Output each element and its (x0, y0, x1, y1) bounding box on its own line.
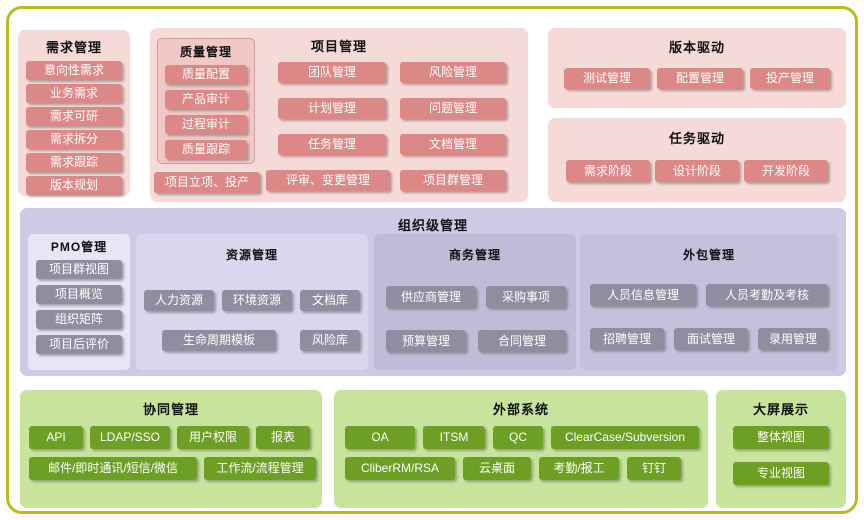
display-title: 大屏展示 (752, 402, 809, 417)
block-report: 报表 (256, 426, 310, 449)
panel-requirements: 需求管理 意向性需求 业务需求 需求可研 需求拆分 需求跟踪 版本规划 (18, 30, 130, 196)
block-issue-mgmt: 问题管理 (400, 98, 506, 119)
pmo-title: PMO管理 (50, 240, 108, 254)
block-program-mgmt: 项目群管理 (400, 170, 506, 191)
block-contract-mgmt: 合同管理 (478, 330, 566, 352)
block-version-planning: 版本规划 (26, 176, 122, 195)
block-process-audit: 过程审计 (165, 115, 247, 134)
block-release-mgmt: 投产管理 (750, 68, 830, 89)
block-org-matrix: 组织矩阵 (36, 310, 122, 329)
block-project-overview: 项目概览 (36, 285, 122, 304)
panel-external-systems: 外部系统 OA ITSM QC ClearCase/Subversion Cli… (334, 390, 708, 508)
block-quality-config: 质量配置 (165, 65, 247, 84)
panel-outsourcing: 外包管理 人员信息管理 人员考勤及考核 招聘管理 面试管理 录用管理 (580, 234, 838, 370)
version-driven-title: 版本驱动 (668, 40, 725, 55)
block-clearcase-subversion: ClearCase/Subversion (551, 426, 699, 449)
panel-quality: 质量管理 质量配置 产品审计 过程审计 质量跟踪 (157, 38, 255, 164)
block-requirement-tracking: 需求跟踪 (26, 153, 122, 172)
quality-title: 质量管理 (179, 45, 232, 59)
outsourcing-title: 外包管理 (682, 248, 735, 262)
block-overall-view: 整体视图 (733, 426, 829, 449)
panel-collaboration: 协同管理 API LDAP/SSO 用户权限 报表 邮件/即时通讯/短信/微信 … (20, 390, 322, 508)
block-interview-mgmt: 面试管理 (674, 328, 748, 350)
block-project-initiation-launch: 项目立项、投产 (154, 172, 260, 193)
block-design-phase: 设计阶段 (655, 160, 739, 182)
panel-business: 商务管理 供应商管理 采购事项 预算管理 合同管理 (374, 234, 576, 370)
block-itsm: ITSM (423, 426, 485, 449)
block-task-mgmt: 任务管理 (278, 134, 386, 155)
organization-title: 组织级管理 (397, 218, 468, 233)
block-oa: OA (345, 426, 415, 449)
panel-big-screen: 大屏展示 整体视图 专业视图 (716, 390, 846, 508)
block-ldap-sso: LDAP/SSO (90, 426, 170, 449)
block-hiring-mgmt: 录用管理 (758, 328, 828, 350)
block-workflow-mgmt: 工作流/流程管理 (204, 457, 316, 480)
block-procurement: 采购事项 (486, 286, 566, 308)
block-attendance-report: 考勤/报工 (539, 457, 619, 480)
block-user-permission: 用户权限 (177, 426, 249, 449)
block-test-mgmt: 测试管理 (564, 68, 650, 89)
block-requirement-split: 需求拆分 (26, 130, 122, 149)
panel-resource: 资源管理 人力资源 环境资源 文档库 生命周期模板 风险库 (136, 234, 368, 370)
panel-organization: 组织级管理 PMO管理 项目群视图 项目概览 组织矩阵 项目后评价 资源管理 人… (20, 208, 846, 376)
block-requirement-feasibility: 需求可研 (26, 107, 122, 126)
block-document-mgmt: 文档管理 (400, 134, 506, 155)
block-plan-mgmt: 计划管理 (278, 98, 386, 119)
block-attendance-assessment: 人员考勤及考核 (706, 284, 828, 306)
block-config-mgmt: 配置管理 (657, 68, 743, 89)
task-driven-title: 任务驱动 (668, 131, 725, 146)
block-risk-library: 风险库 (300, 330, 360, 351)
block-staff-info-mgmt: 人员信息管理 (590, 284, 696, 306)
block-env-resource: 环境资源 (222, 290, 292, 311)
block-intent-requirement: 意向性需求 (26, 61, 122, 80)
block-quality-tracking: 质量跟踪 (165, 140, 247, 159)
block-dev-phase: 开发阶段 (744, 160, 828, 182)
panel-pmo: PMO管理 项目群视图 项目概览 组织矩阵 项目后评价 (28, 234, 130, 370)
block-team-mgmt: 团队管理 (278, 62, 386, 83)
panel-task-driven: 任务驱动 需求阶段 设计阶段 开发阶段 (548, 118, 846, 202)
resource-title: 资源管理 (225, 248, 278, 262)
block-mail-im-sms-wechat: 邮件/即时通讯/短信/微信 (29, 457, 197, 480)
block-doc-library: 文档库 (300, 290, 360, 311)
block-post-evaluation: 项目后评价 (36, 335, 122, 354)
block-supplier-mgmt: 供应商管理 (386, 286, 476, 308)
block-risk-mgmt: 风险管理 (400, 62, 506, 83)
block-qc: QC (493, 426, 543, 449)
block-lifecycle-template: 生命周期模板 (162, 330, 276, 351)
block-business-requirement: 业务需求 (26, 84, 122, 103)
block-cliberrm-rsa: CliberRM/RSA (345, 457, 455, 480)
requirements-title: 需求管理 (45, 40, 102, 55)
block-cloud-desktop: 云桌面 (463, 457, 531, 480)
block-dingtalk: 钉钉 (627, 457, 681, 480)
collaboration-title: 协同管理 (142, 402, 199, 417)
panel-version-driven: 版本驱动 测试管理 配置管理 投产管理 (548, 28, 846, 108)
block-program-view: 项目群视图 (36, 260, 122, 279)
block-budget-mgmt: 预算管理 (386, 330, 466, 352)
block-product-audit: 产品审计 (165, 90, 247, 109)
external-title: 外部系统 (492, 402, 549, 417)
business-title: 商务管理 (448, 248, 501, 262)
project-title: 项目管理 (310, 39, 367, 54)
block-human-resource: 人力资源 (144, 290, 214, 311)
block-recruitment-mgmt: 招聘管理 (590, 328, 664, 350)
block-api: API (29, 426, 83, 449)
block-professional-view: 专业视图 (733, 462, 829, 485)
block-review-change-mgmt: 评审、变更管理 (266, 170, 390, 191)
panel-project: 项目管理 质量管理 质量配置 产品审计 过程审计 质量跟踪 项目立项、投产 团队… (150, 28, 528, 202)
block-requirement-phase: 需求阶段 (566, 160, 650, 182)
